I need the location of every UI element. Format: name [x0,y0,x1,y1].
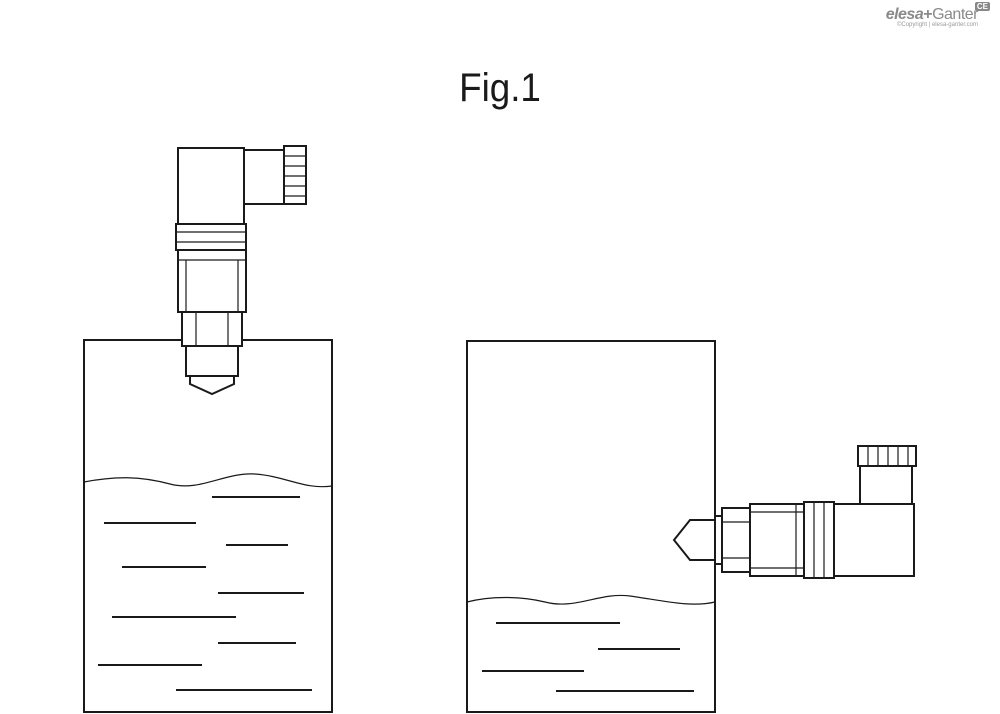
sensor-probe-tip [189,375,235,396]
side-sensor-connector-housing [833,503,915,577]
brand-ganter: Ganter [932,6,978,23]
right-liquid-surface [466,594,716,605]
sensor-collar [175,223,247,251]
side-level-sensor [672,445,917,579]
brand-plus: + [923,6,933,23]
sensor-thread [185,345,239,377]
sensor-hex-nut [181,311,243,347]
side-sensor-body [749,503,805,577]
left-tank-assembly [83,145,333,713]
sensor-side-connector [243,149,285,205]
ce-mark: CE [974,2,990,11]
brand-logo: elesa+Ganter CE ©Copyright | elesa-gante… [848,2,990,38]
side-sensor-hex-nut [721,507,751,573]
right-tank-body [466,340,716,713]
left-liquid-surface [83,473,333,488]
side-sensor-collar [803,501,835,579]
sensor-body [177,249,247,313]
left-tank-body [83,339,333,713]
brand-elesa: elesa [885,6,924,23]
brand-copyright: ©Copyright | elesa-ganter.com [896,22,978,28]
figure-title: Fig.1 [459,66,541,110]
brand-name: elesa+Ganter [885,6,979,23]
left-liquid-lines [98,496,312,691]
side-sensor-top-connector [859,463,913,505]
right-tank-assembly [466,340,917,713]
sensor-cable-gland [283,145,307,205]
right-liquid-lines [482,622,694,692]
top-level-sensor [175,145,307,396]
sensor-connector-housing [177,147,245,225]
side-sensor-cable-gland [857,445,917,467]
